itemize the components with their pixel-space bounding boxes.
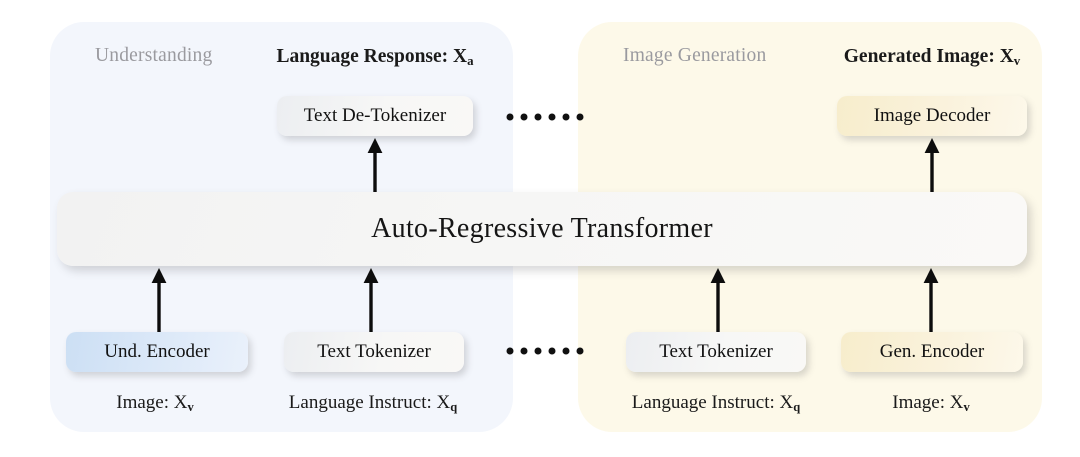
arrow-decoder-out-icon — [923, 138, 941, 194]
box-text-tokenizer-left[interactable]: Text Tokenizer — [284, 332, 464, 372]
caption-language-instruct-right: Language Instruct: Xq — [631, 392, 801, 415]
arrow-und-encoder-in-icon — [150, 268, 168, 332]
caption-language-response: Language Response: Xa — [276, 46, 474, 69]
ellipsis-top-icon — [506, 113, 584, 121]
panel-title-image-generation: Image Generation — [623, 45, 767, 66]
transformer-label: Auto-Regressive Transformer — [371, 213, 713, 244]
box-gen-encoder[interactable]: Gen. Encoder — [841, 332, 1023, 372]
arrow-text-tokenizer-left-in-icon — [362, 268, 380, 332]
caption-image-left: Image: Xv — [116, 392, 194, 415]
caption-language-instruct-left: Language Instruct: Xq — [288, 392, 458, 415]
auto-regressive-transformer-bar[interactable]: Auto-Regressive Transformer — [57, 192, 1027, 266]
box-image-decoder[interactable]: Image Decoder — [837, 96, 1027, 136]
caption-image-right: Image: Xv — [892, 392, 970, 415]
box-text-de-tokenizer[interactable]: Text De-Tokenizer — [277, 96, 473, 136]
panel-title-understanding: Understanding — [95, 45, 213, 66]
arrow-detokenizer-out-icon — [366, 138, 384, 194]
box-und-encoder[interactable]: Und. Encoder — [66, 332, 248, 372]
caption-generated-image: Generated Image: Xv — [843, 46, 1021, 69]
box-text-tokenizer-right[interactable]: Text Tokenizer — [626, 332, 806, 372]
ellipsis-bottom-icon — [506, 347, 584, 355]
arrow-text-tokenizer-right-in-icon — [709, 268, 727, 332]
arrow-gen-encoder-in-icon — [922, 268, 940, 332]
